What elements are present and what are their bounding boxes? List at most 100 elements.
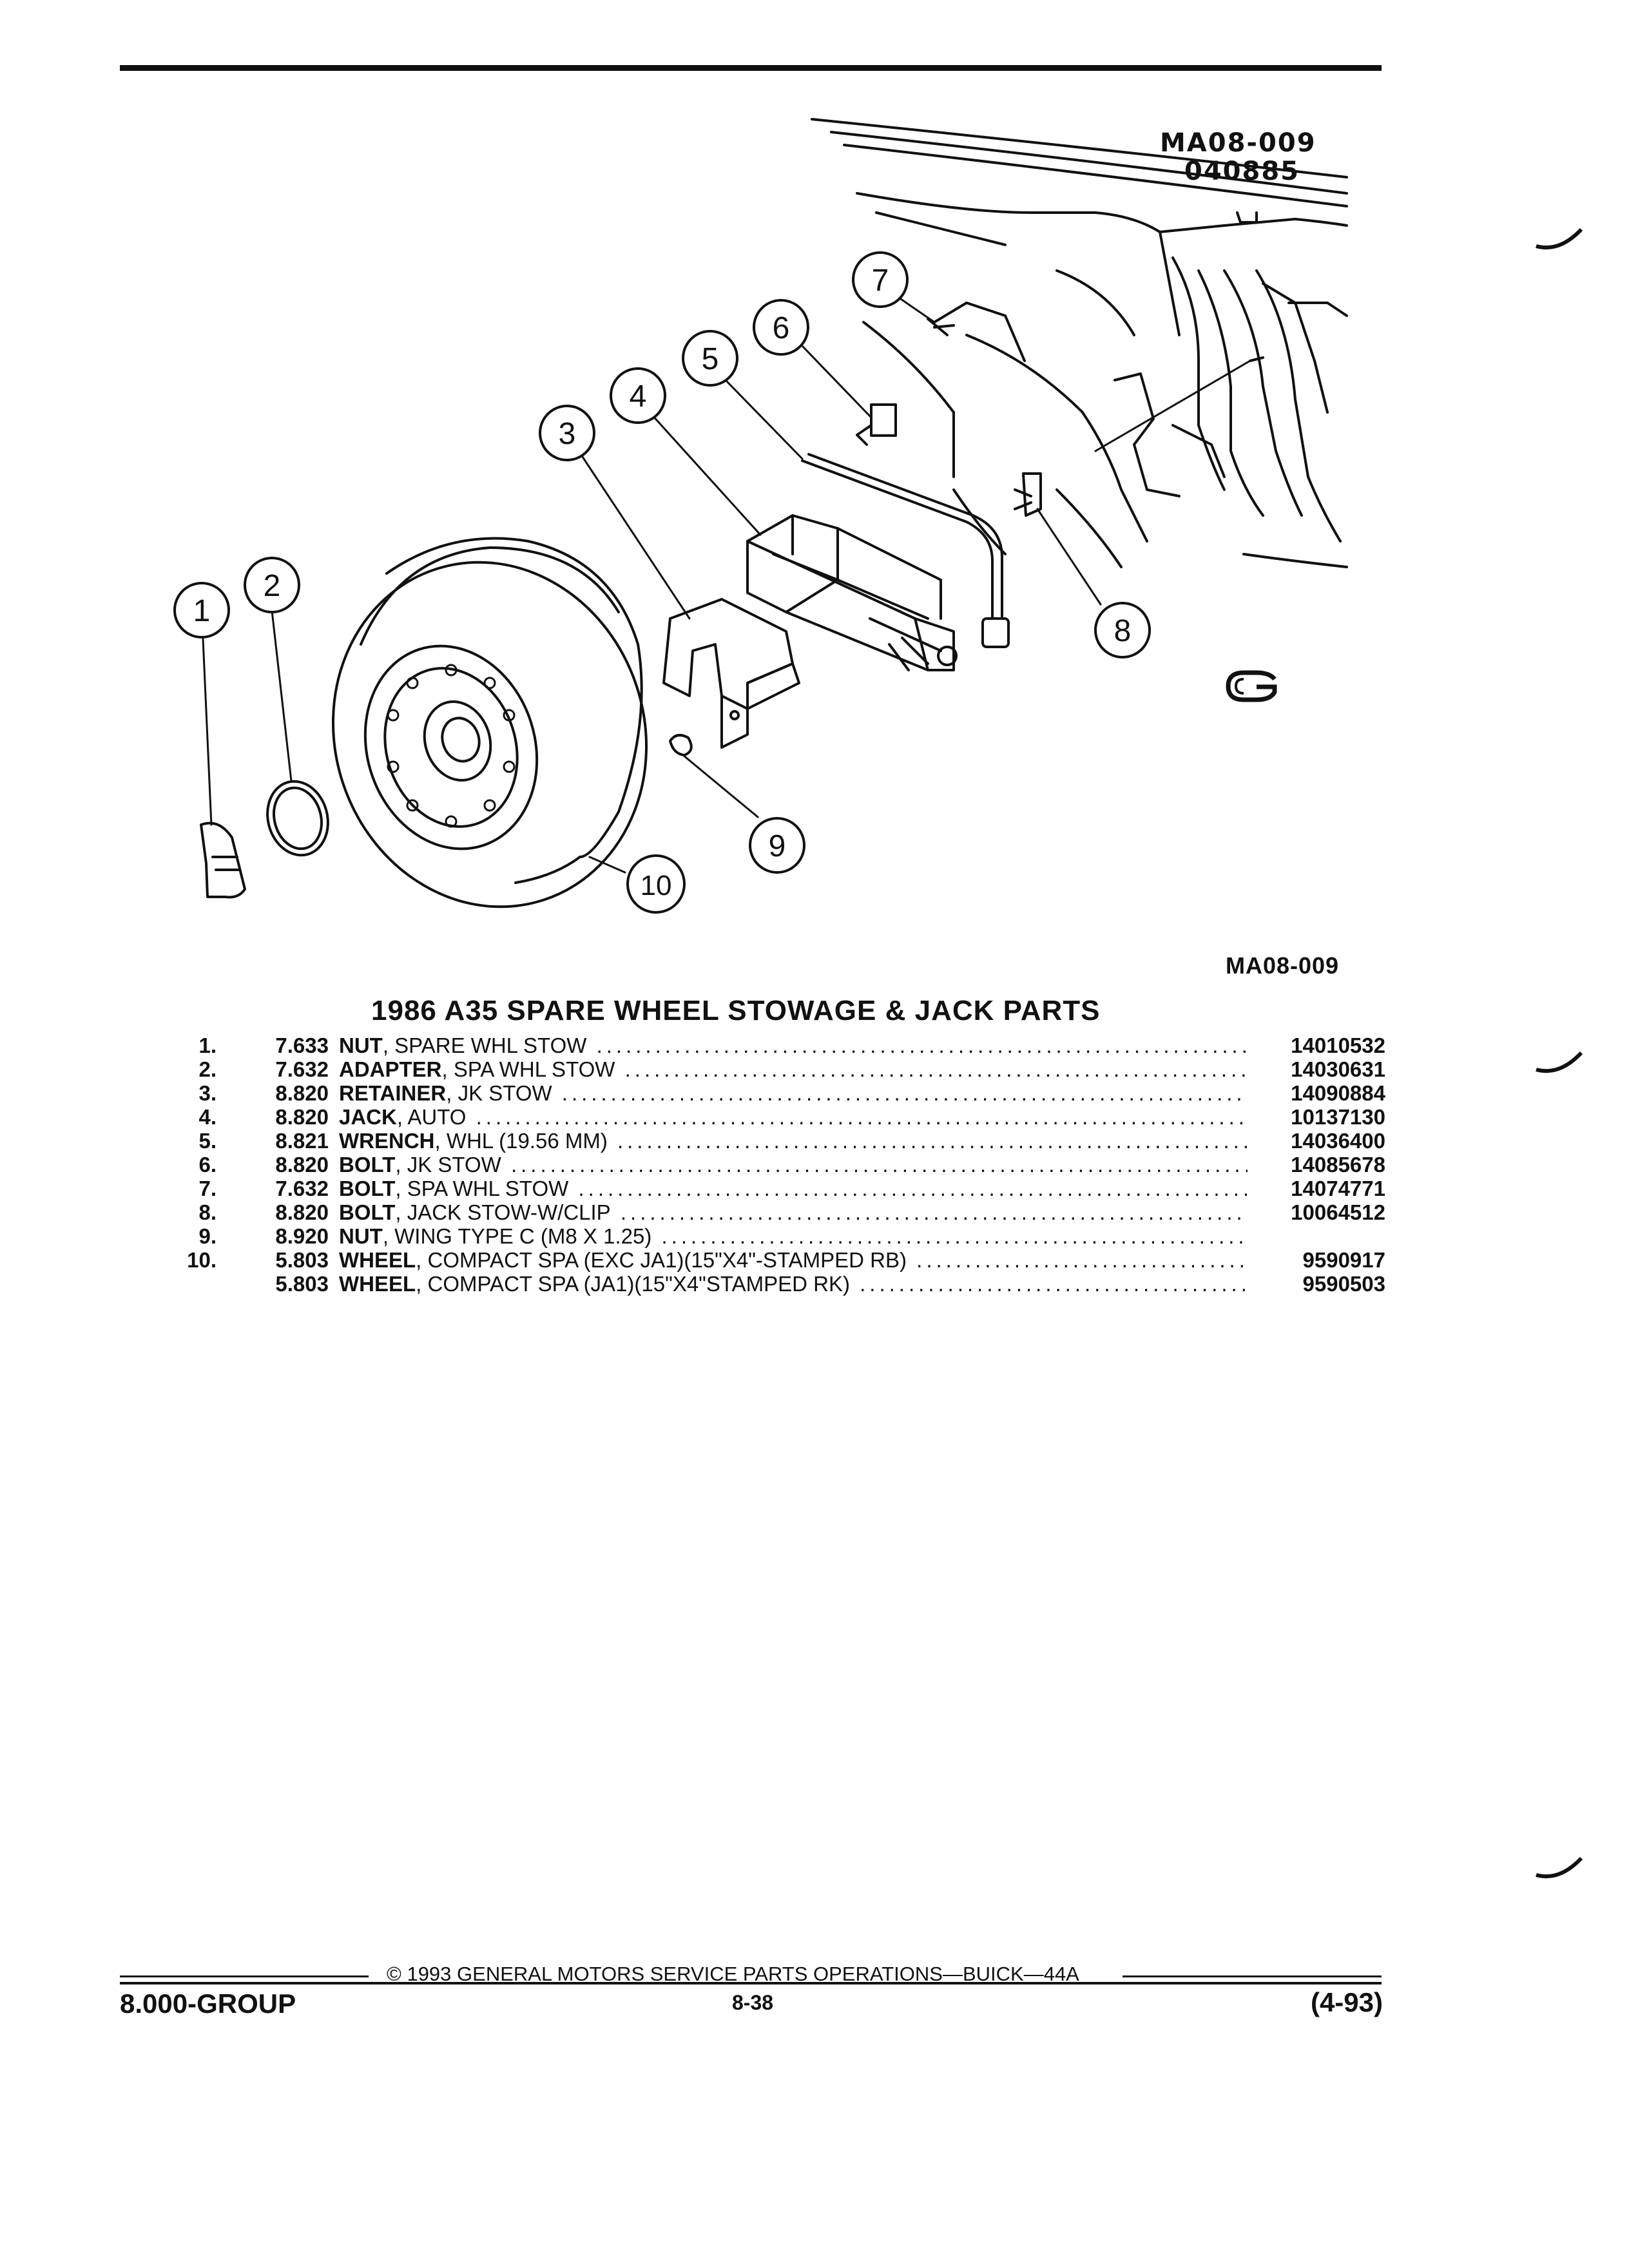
wing-nut-part9 [669, 734, 693, 756]
table-row: 2. 7.632 ADAPTER, SPA WHL STOW ...........… [168, 1057, 1385, 1081]
copyright-notice: © 1993 GENERAL MOTORS SERVICE PARTS OPER… [387, 1963, 1079, 1985]
item-number: 4. [198, 1105, 217, 1129]
part-number: 14036400 [1291, 1129, 1385, 1153]
part-detail: , JK STOW [395, 1153, 501, 1177]
part-number: 14074771 [1291, 1177, 1385, 1200]
leader-dots: ........................................… [624, 1057, 1248, 1081]
part-number: 10137130 [1291, 1105, 1385, 1129]
group-code: 5.803 [275, 1248, 329, 1272]
svg-text:2: 2 [264, 569, 281, 603]
part-name: WRENCH [339, 1129, 435, 1153]
part-number: 14030631 [1291, 1057, 1385, 1081]
jack-stow-bolt-clip-part8 [1022, 472, 1042, 517]
part-number: 10064512 [1291, 1200, 1385, 1224]
part-name: BOLT [339, 1177, 396, 1200]
item-number: 2. [198, 1057, 217, 1081]
margin-mark [1536, 227, 1583, 250]
part-description: BOLT, JK STOW ..........................… [339, 1153, 1248, 1177]
part-detail: , JK STOW [446, 1081, 552, 1105]
part-name: NUT [339, 1224, 383, 1248]
part-detail: , JACK STOW-W/CLIP [395, 1200, 611, 1224]
part-description: BOLT, JACK STOW-W/CLIP .................… [339, 1200, 1248, 1224]
group-code: 8.821 [275, 1129, 329, 1153]
svg-text:10: 10 [641, 870, 672, 901]
part-detail: , SPA WHL STOW [441, 1057, 615, 1081]
figure-reference-bottom: MA08-009 [1226, 952, 1340, 979]
svg-text:9: 9 [769, 829, 786, 863]
leader-dots: ........................................… [916, 1248, 1248, 1272]
jack-stow-bolt-part6 [870, 403, 897, 437]
jack-stow-retainer-part3 [662, 598, 800, 749]
callout-10: 10 [626, 854, 686, 914]
leader-dots: ........................................… [476, 1105, 1248, 1129]
group-code: 7.632 [275, 1177, 329, 1200]
compact-spare-wheel-part10 [331, 537, 648, 908]
svg-text:8: 8 [1114, 614, 1132, 648]
item-number: 6. [198, 1153, 217, 1177]
callout-1: 1 [173, 582, 230, 639]
svg-text:6: 6 [773, 311, 790, 345]
spare-wheel-stow-adapter-part2 [266, 780, 329, 857]
part-description: ADAPTER, SPA WHL STOW ..................… [339, 1057, 1248, 1081]
callout-6: 6 [753, 299, 809, 356]
part-detail: , SPA WHL STOW [395, 1177, 569, 1200]
leader-dots: ........................................… [617, 1129, 1248, 1153]
exploded-parts-diagram: 1 2 3 4 5 6 7 8 [173, 118, 1348, 914]
part-detail: , SPARE WHL STOW [382, 1033, 587, 1057]
part-name: RETAINER [339, 1081, 447, 1105]
item-number: 8. [198, 1200, 217, 1224]
item-number: 1. [198, 1033, 217, 1057]
spare-wheel-stow-nut-part1 [200, 822, 246, 899]
part-detail: , AUTO [396, 1105, 467, 1129]
part-name: ADAPTER [339, 1057, 442, 1081]
group-code: 7.632 [275, 1057, 329, 1081]
item-number: 5. [198, 1129, 217, 1153]
part-detail: , WHL (19.56 MM) [434, 1129, 608, 1153]
group-code: 5.803 [275, 1272, 329, 1296]
callout-4: 4 [610, 367, 666, 424]
callout-5: 5 [682, 330, 738, 387]
footer-rule-left [120, 1975, 369, 1977]
wheel-wrench-part5 [801, 459, 994, 620]
part-description: NUT, WING TYPE C (M8 X 1.25) ...........… [339, 1224, 1248, 1248]
part-description: WRENCH, WHL (19.56 MM) .................… [339, 1129, 1248, 1153]
part-description: WHEEL, COMPACT SPA (EXC JA1)(15"X4"-STAM… [339, 1248, 1248, 1272]
leader-dots: ........................................… [661, 1224, 1248, 1248]
group-code: 8.920 [275, 1224, 329, 1248]
spare-wheel-stow-bolt-part7 [933, 302, 1026, 362]
part-number: 14085678 [1291, 1153, 1385, 1177]
callout-2: 2 [244, 557, 300, 613]
leader-dots: ........................................… [620, 1200, 1248, 1224]
part-name: NUT [339, 1033, 383, 1057]
top-rule [120, 65, 1382, 71]
leader-dots: ........................................… [860, 1272, 1248, 1296]
footer-rule-right [1123, 1975, 1382, 1977]
auto-jack-part4 [746, 514, 958, 671]
callout-9: 9 [749, 817, 805, 874]
group-code: 8.820 [275, 1105, 329, 1129]
item-number: 10. [187, 1248, 217, 1272]
revision-date: (4-93) [1310, 1987, 1383, 2017]
part-name: BOLT [339, 1200, 396, 1224]
part-number: 9590503 [1302, 1272, 1385, 1296]
part-number: 14090884 [1291, 1081, 1385, 1105]
leader-dots: ........................................… [596, 1033, 1248, 1057]
item-number: 3. [198, 1081, 217, 1105]
svg-text:3: 3 [559, 417, 576, 451]
table-row: 5. 8.821 WRENCH, WHL (19.56 MM) ..........… [168, 1129, 1385, 1153]
part-number: 14010532 [1291, 1033, 1385, 1057]
page-number: 8-38 [732, 1991, 774, 2014]
margin-mark [1536, 1051, 1583, 1073]
page-title: 1986 A35 SPARE WHEEL STOWAGE & JACK PART… [371, 995, 1101, 1026]
group-number: 8.000-GROUP [120, 1988, 296, 2019]
part-description: WHEEL, COMPACT SPA (JA1)(15"X4"STAMPED R… [339, 1272, 1248, 1296]
leader-dots: ........................................… [510, 1153, 1248, 1177]
part-description: RETAINER, JK STOW ......................… [339, 1081, 1248, 1105]
svg-text:5: 5 [702, 342, 719, 376]
